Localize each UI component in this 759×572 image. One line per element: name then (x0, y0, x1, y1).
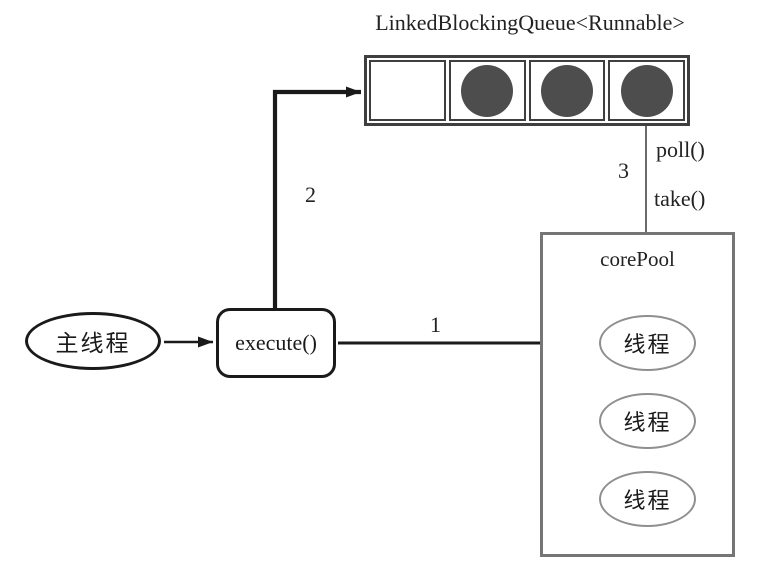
queue-cell (528, 60, 606, 121)
queue-title: LinkedBlockingQueue<Runnable> (375, 10, 685, 35)
thread-node: 线程 (599, 471, 696, 527)
thread-node: 线程 (599, 393, 696, 449)
queue-cell (608, 60, 685, 121)
core-pool-box: corePool 线程线程线程 (540, 232, 735, 557)
step-3-label: 3 (618, 158, 629, 183)
take-label: take() (654, 186, 706, 211)
thread-node: 线程 (599, 315, 696, 371)
poll-label: poll() (656, 137, 705, 162)
task-circle (620, 64, 673, 117)
blocking-queue (364, 55, 690, 126)
arrow-execute-to-queue (272, 86, 361, 309)
step-1-label: 1 (430, 312, 441, 337)
queue-cell (369, 60, 446, 121)
core-pool-label: corePool (600, 247, 675, 271)
task-circle (461, 64, 514, 117)
task-circle (540, 64, 593, 117)
step-2-label: 2 (305, 182, 316, 207)
main-thread-node: 主线程 (25, 312, 161, 370)
thread-list: 线程线程线程 (599, 315, 696, 527)
queue-cell (448, 60, 526, 121)
execute-node: execute() (216, 308, 336, 378)
